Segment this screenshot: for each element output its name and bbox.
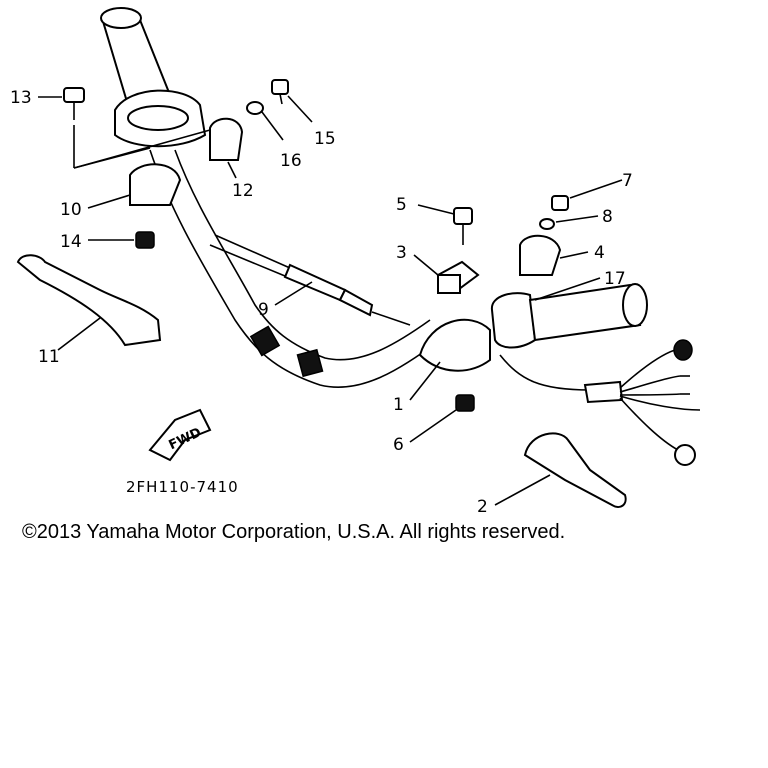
fwd-arrow: FWD xyxy=(148,408,212,462)
nut-6 xyxy=(455,394,475,412)
callout-1: 1 xyxy=(393,395,404,415)
cable-9 xyxy=(209,234,411,326)
callout-15: 15 xyxy=(314,129,336,149)
callout-2: 2 xyxy=(477,497,488,517)
washer-8 xyxy=(539,218,555,230)
clamp-12 xyxy=(209,117,244,161)
right-grip xyxy=(528,283,648,342)
screw-7 xyxy=(551,195,569,211)
callout-13: 13 xyxy=(10,88,32,108)
bracket-4 xyxy=(519,234,562,276)
washer-16 xyxy=(246,101,264,115)
lever-11 xyxy=(16,254,162,347)
screw-5 xyxy=(453,207,473,245)
callout-8: 8 xyxy=(602,207,613,227)
diagram-code: 2FH110-7410 xyxy=(126,478,239,496)
callout-16: 16 xyxy=(280,151,302,171)
callout-6: 6 xyxy=(393,435,404,455)
callout-labels: 13 15 16 12 10 14 11 9 5 3 7 8 4 17 1 6 … xyxy=(10,88,633,517)
callout-9: 9 xyxy=(258,300,269,320)
lever-2 xyxy=(523,432,627,508)
screw-15 xyxy=(271,79,289,105)
callout-4: 4 xyxy=(594,243,605,263)
copyright-notice: ©2013 Yamaha Motor Corporation, U.S.A. A… xyxy=(22,521,566,543)
nut-14 xyxy=(135,231,155,249)
callout-17: 17 xyxy=(604,269,626,289)
screw-13 xyxy=(63,87,85,120)
leader-lines xyxy=(38,95,623,506)
lever-holder-1 xyxy=(418,318,491,372)
throttle-housing xyxy=(114,89,207,148)
callout-14: 14 xyxy=(60,232,82,252)
callout-10: 10 xyxy=(60,200,82,220)
callout-3: 3 xyxy=(396,243,407,263)
callout-11: 11 xyxy=(38,347,60,367)
callout-12: 12 xyxy=(232,181,254,201)
callout-7: 7 xyxy=(622,171,633,191)
switch-3 xyxy=(436,260,480,294)
left-grip xyxy=(100,7,172,114)
lever-holder-10 xyxy=(129,163,182,206)
callout-5: 5 xyxy=(396,195,407,215)
handlebar xyxy=(149,149,441,389)
switch-17 xyxy=(490,292,537,349)
wiring-harness xyxy=(499,339,701,466)
